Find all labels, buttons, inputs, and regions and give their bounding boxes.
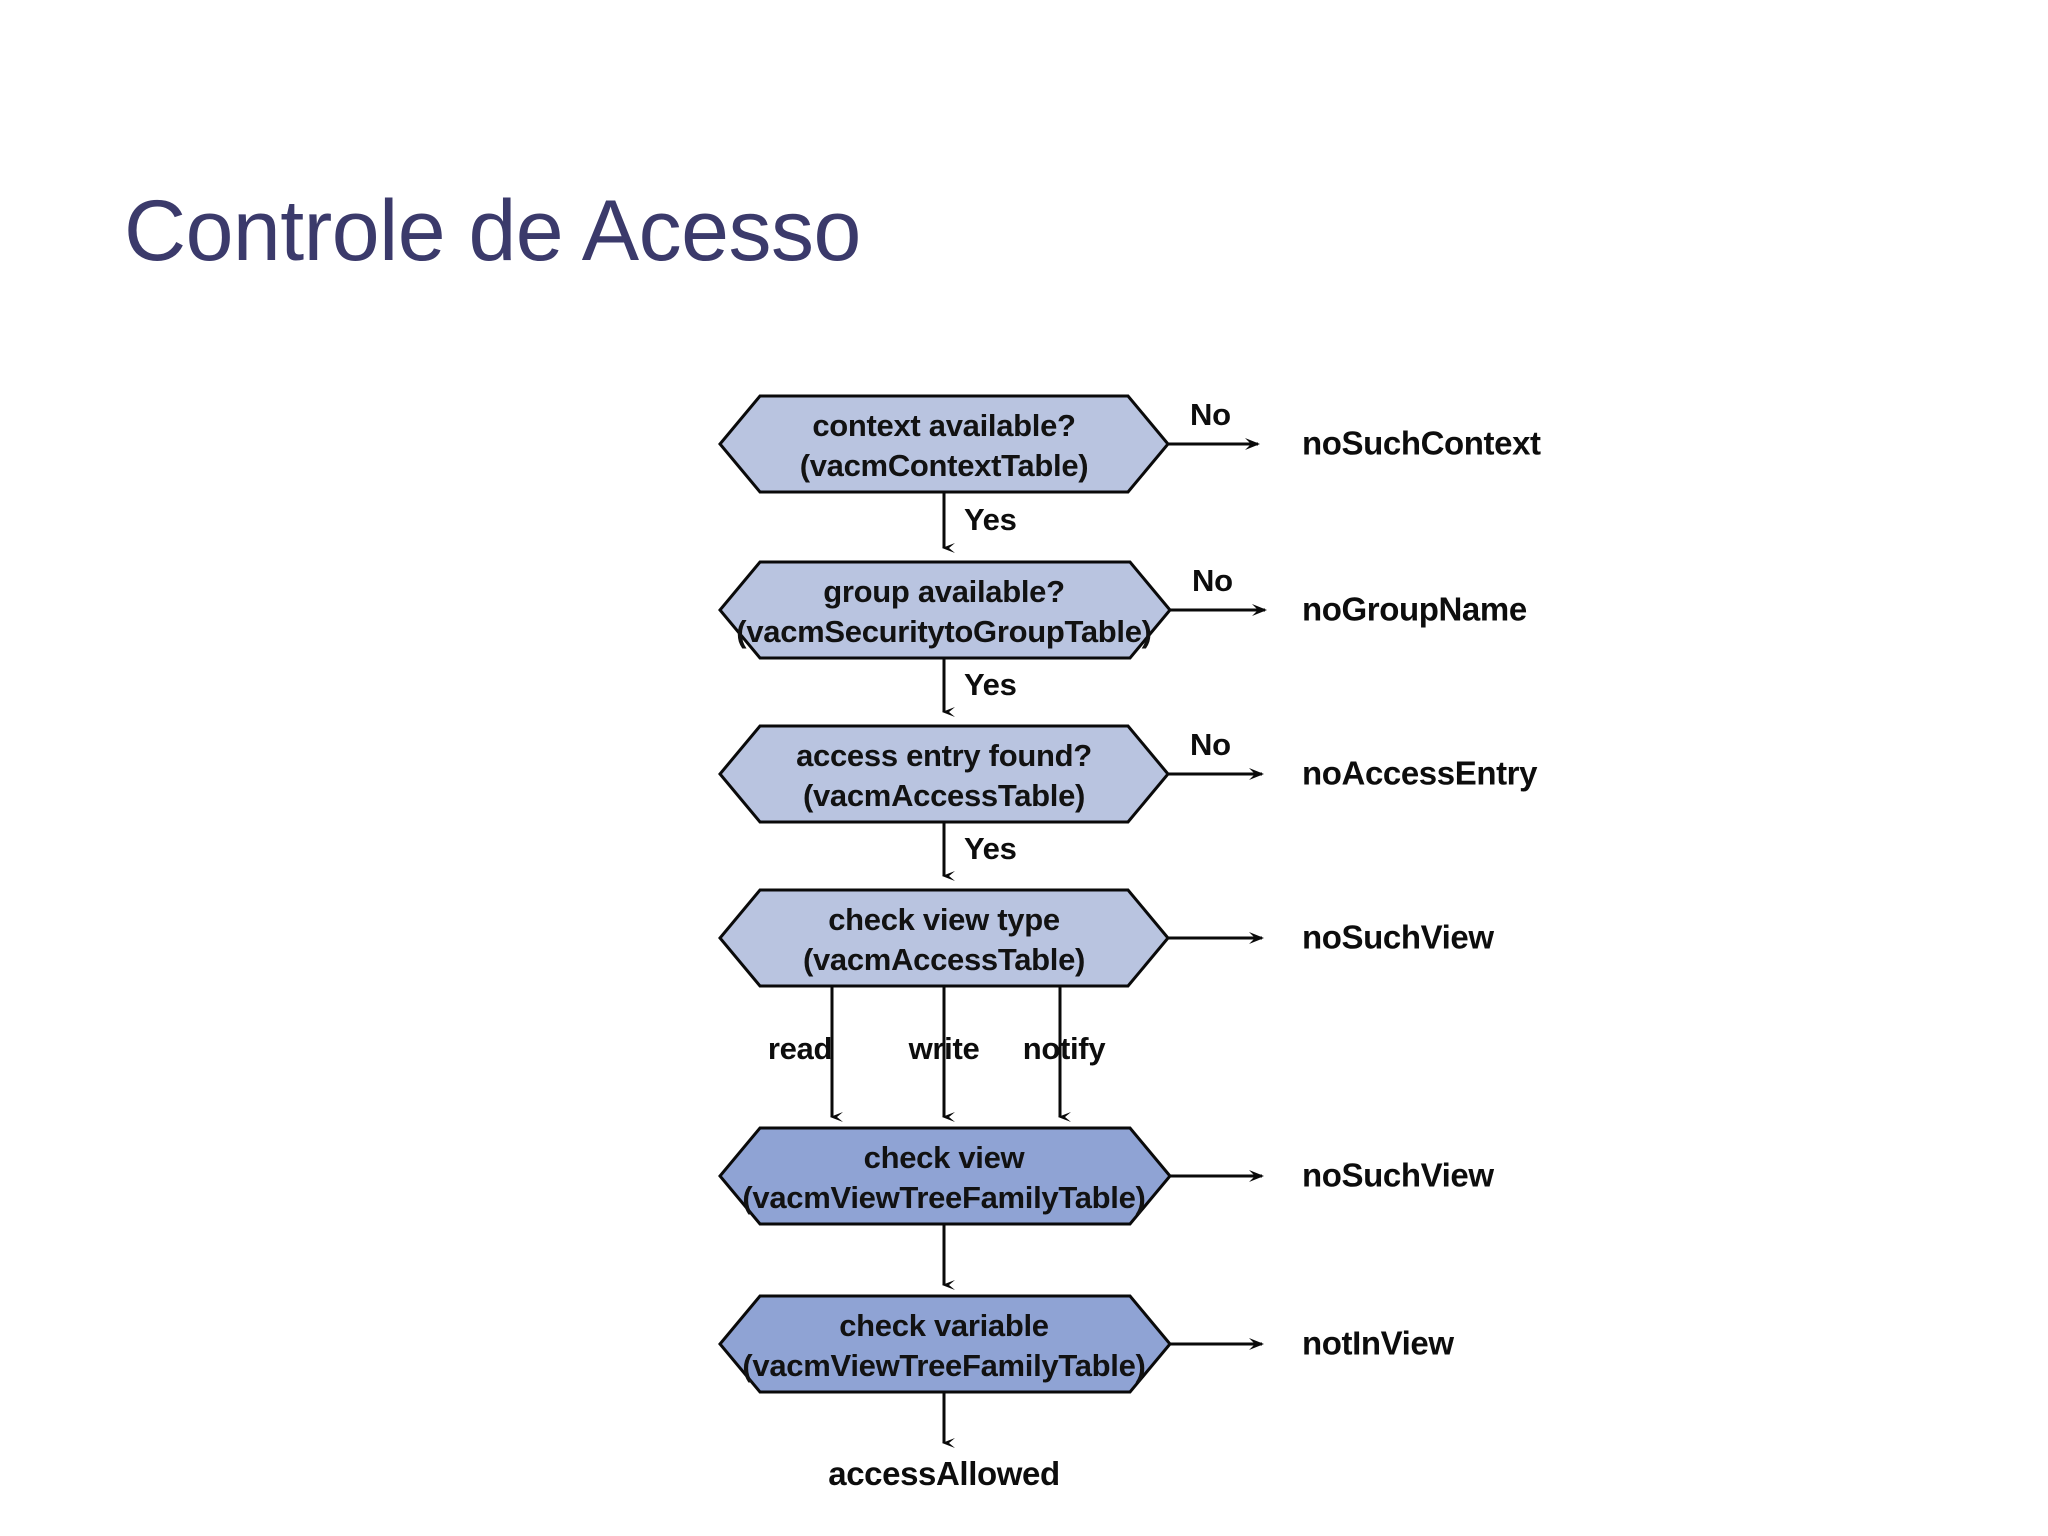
node-check-variable[interactable]: check variable (vacmViewTreeFamilyTable) [718, 1294, 1172, 1394]
node-label-line2: (vacmAccessTable) [803, 942, 1085, 977]
hexagon-shape [718, 724, 1170, 824]
node-label-line1: context available? [812, 408, 1075, 443]
edge-notify: notify [1023, 986, 1107, 1122]
hexagon-shape [718, 560, 1172, 660]
hexagon-shape [718, 1294, 1172, 1394]
hexagon-shape [718, 394, 1170, 494]
edge-label-read: read [768, 1031, 832, 1066]
outcome-label-nosuchview: noSuchView [1302, 1157, 1494, 1194]
node-access-entry-found[interactable]: access entry found? (vacmAccessTable) [718, 724, 1170, 824]
node-label-line1: check variable [839, 1308, 1049, 1343]
hexagon-shape [718, 888, 1170, 988]
outcome-label-notinview: notInView [1302, 1325, 1454, 1362]
edge-label-write: write [908, 1031, 980, 1066]
node-group-available[interactable]: group available? (vacmSecuritytoGroupTab… [718, 560, 1172, 660]
node-label-line2: (vacmAccessTable) [803, 778, 1085, 813]
node-label-line1: access entry found? [796, 738, 1092, 773]
node-label-line1: check view type [828, 902, 1060, 937]
node-check-view[interactable]: check view (vacmViewTreeFamilyTable) [718, 1126, 1172, 1226]
outcome-label-nosuchview-type: noSuchView [1302, 919, 1494, 956]
outcome-label-nogroupname: noGroupName [1302, 591, 1527, 628]
edge-group-yes: Yes [942, 658, 1017, 717]
edge-group-no: No [1170, 563, 1267, 616]
node-label-line1: group available? [823, 574, 1065, 609]
node-check-view-type[interactable]: check view type (vacmAccessTable) [718, 888, 1170, 988]
edge-label-yes-2: Yes [964, 667, 1017, 702]
page-title: Controle de Acesso [124, 183, 861, 279]
node-label-line2: (vacmViewTreeFamilyTable) [742, 1180, 1145, 1215]
edge-label-no-2: No [1192, 563, 1233, 598]
edge-access-yes: Yes [942, 822, 1017, 881]
node-label-line2: (vacmViewTreeFamilyTable) [742, 1348, 1145, 1383]
edge-context-yes: Yes [942, 492, 1017, 553]
node-label-line2: (vacmSecuritytoGroupTable) [736, 614, 1151, 649]
edge-access-no: No [1168, 727, 1264, 780]
terminal-label-accessallowed: accessAllowed [828, 1455, 1059, 1492]
edge-context-no: No [1168, 397, 1260, 450]
node-context-available[interactable]: context available? (vacmContextTable) [718, 394, 1170, 494]
node-label-line1: check view [864, 1140, 1026, 1175]
edge-label-notify: notify [1023, 1031, 1107, 1066]
outcome-label-nosuchcontext: noSuchContext [1302, 425, 1541, 462]
hexagon-shape [718, 1126, 1172, 1226]
edge-label-yes-1: Yes [964, 502, 1017, 537]
node-label-line2: (vacmContextTable) [800, 448, 1089, 483]
edge-write: write [908, 986, 980, 1122]
outcome-label-noaccessentry: noAccessEntry [1302, 755, 1538, 792]
edge-label-no-3: No [1190, 727, 1231, 762]
edge-label-no-1: No [1190, 397, 1231, 432]
edge-label-yes-3: Yes [964, 831, 1017, 866]
edge-read: read [768, 986, 843, 1122]
